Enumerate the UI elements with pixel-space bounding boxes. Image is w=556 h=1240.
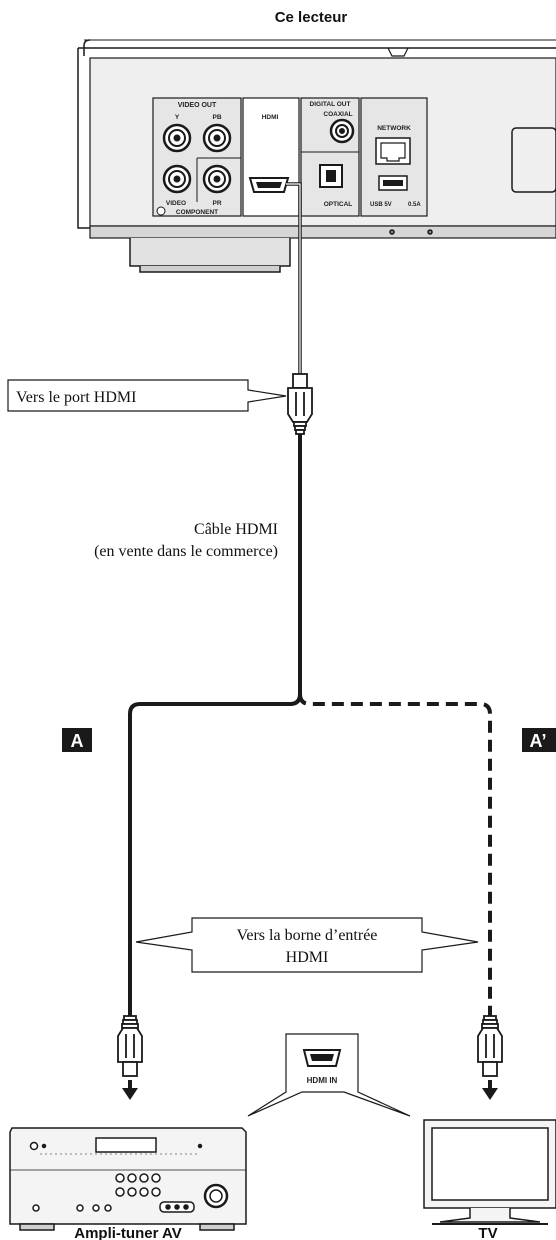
usb-label: USB 5V bbox=[370, 202, 392, 208]
callout-hdmi-input: Vers la borne d’entrée HDMI bbox=[135, 917, 479, 973]
hdmi-label: HDMI bbox=[262, 114, 279, 121]
network-label: NETWORK bbox=[377, 125, 411, 132]
callout-hdmi-port: Vers le port HDMI bbox=[7, 379, 287, 412]
digital-out-label: DIGITAL OUT bbox=[310, 101, 351, 108]
badge-a-prime: A’ bbox=[522, 728, 556, 752]
optical-label: OPTICAL bbox=[324, 201, 353, 208]
hdmi-out-port bbox=[248, 177, 290, 193]
receiver-label: Ampli-tuner AV bbox=[74, 1225, 182, 1240]
callout-hdmi-input-line1: Vers la borne d’entrée bbox=[237, 927, 378, 944]
cable-label-line2: (en vente dans le commerce) bbox=[94, 543, 278, 560]
svg-text:A: A bbox=[71, 731, 84, 751]
hdmi-cable-top bbox=[286, 182, 302, 374]
rca-jack-pb bbox=[202, 123, 232, 153]
arrow-down-right bbox=[482, 1080, 498, 1100]
callout-hdmi-input-line2: HDMI bbox=[286, 949, 329, 966]
rca-jack-video bbox=[162, 164, 192, 194]
optical-port bbox=[319, 164, 343, 188]
cable-label-line1: Câble HDMI bbox=[194, 521, 278, 538]
digital-out-block: DIGITAL OUT COAXIAL OPTICAL bbox=[300, 97, 360, 217]
usb-rating-label: 0.5A bbox=[408, 202, 421, 208]
y-label: Y bbox=[175, 114, 180, 121]
pr-label: PR bbox=[212, 200, 221, 207]
ethernet-port bbox=[375, 137, 411, 165]
coaxial-label: COAXIAL bbox=[323, 111, 352, 118]
cable-path-a-prime bbox=[298, 693, 492, 1016]
hdmi-in-port bbox=[302, 1049, 342, 1067]
player-title: Ce lecteur bbox=[275, 9, 348, 26]
network-block: NETWORK USB 5V 0.5A bbox=[360, 97, 428, 217]
av-receiver bbox=[9, 1127, 247, 1231]
component-label: COMPONENT bbox=[176, 209, 218, 216]
arrow-down-left bbox=[122, 1080, 138, 1100]
video-out-block: VIDEO OUT Y PB VIDEO PR COMPONENT bbox=[152, 97, 242, 217]
tv bbox=[423, 1119, 556, 1225]
callout-hdmi-port-text: Vers le port HDMI bbox=[16, 389, 136, 406]
badge-a: A bbox=[62, 728, 92, 752]
usb-port bbox=[378, 175, 408, 191]
hdmi-plug-left bbox=[117, 1015, 143, 1077]
video-label: VIDEO bbox=[166, 200, 186, 207]
hdmi-plug-top bbox=[287, 373, 313, 435]
video-out-label: VIDEO OUT bbox=[178, 102, 217, 109]
hdmi-in-label: HDMI IN bbox=[307, 1076, 338, 1085]
pb-label: PB bbox=[212, 114, 221, 121]
hdmi-in-callout: HDMI IN bbox=[247, 1033, 411, 1117]
rca-jack-pr bbox=[202, 164, 232, 194]
svg-text:A’: A’ bbox=[529, 731, 546, 751]
hdmi-block: HDMI bbox=[242, 97, 300, 217]
coaxial-jack bbox=[329, 118, 355, 144]
tv-label: TV bbox=[478, 1225, 497, 1240]
rca-jack-y bbox=[162, 123, 192, 153]
hdmi-plug-right bbox=[477, 1015, 503, 1077]
